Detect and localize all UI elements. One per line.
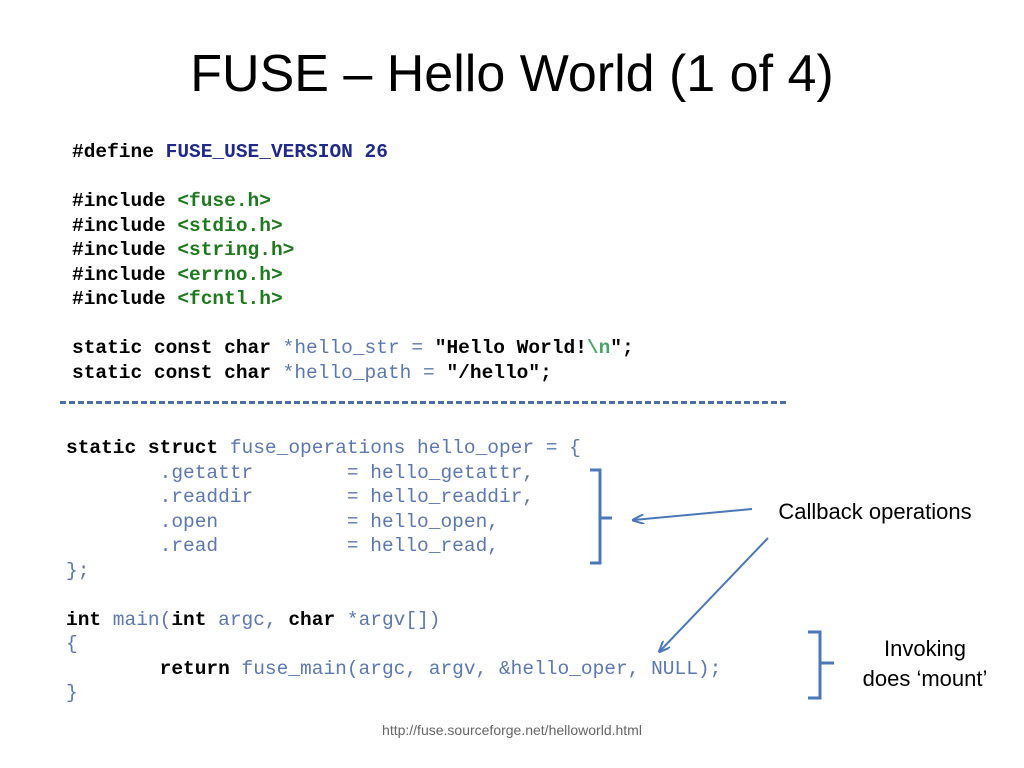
include-directive: #include: [72, 288, 166, 310]
include-header: <string.h>: [177, 239, 295, 261]
field-name: .read: [66, 535, 219, 557]
string-literal: "/hello";: [446, 361, 552, 384]
include-line: #include <errno.h>: [72, 263, 634, 288]
field-assign: =: [218, 535, 371, 557]
param-type-keyword: char: [288, 608, 336, 631]
struct-decl-line: static struct fuse_operations hello_oper…: [66, 436, 721, 461]
include-header: <fcntl.h>: [177, 288, 283, 310]
include-line: #include <stdio.h>: [72, 214, 634, 239]
main-signature-line: int main(int argc, char *argv[]): [66, 608, 721, 633]
define-directive: #define: [72, 141, 154, 163]
invoke-brace: [808, 630, 834, 700]
invoking-mount-label: Invoking does ‘mount’: [840, 634, 1010, 694]
field-name: .getattr: [66, 461, 254, 484]
invoking-label-line1: Invoking: [884, 636, 966, 661]
struct-field-line: .read = hello_read,: [66, 534, 721, 559]
include-directive: #include: [72, 263, 166, 286]
callback-arrow: [634, 508, 753, 520]
static-decl-line: static const char *hello_path = "/hello"…: [72, 361, 634, 386]
fuse-main-call: fuse_main(argc, argv, &hello_oper, NULL)…: [229, 657, 722, 680]
struct-field-line: .readdir = hello_readdir,: [66, 485, 721, 510]
code-block-main: static struct fuse_operations hello_oper…: [66, 436, 721, 706]
field-name: .open: [66, 510, 219, 533]
include-directive: #include: [72, 239, 166, 261]
string-literal-end: ";: [610, 337, 634, 359]
open-brace-line: {: [66, 633, 78, 655]
param-argc: argc,: [206, 608, 289, 631]
param-argv: *argv[]): [335, 608, 441, 631]
source-url: http://fuse.sourceforge.net/helloworld.h…: [382, 722, 642, 738]
return-keyword: return: [66, 657, 230, 680]
define-macro: FUSE_USE_VERSION 26: [165, 141, 388, 163]
main-name: main(: [101, 608, 172, 631]
return-line: return fuse_main(argc, argv, &hello_oper…: [66, 657, 722, 682]
struct-keyword: static struct: [66, 437, 219, 459]
include-header: <errno.h>: [177, 263, 283, 286]
include-line: #include <fuse.h>: [72, 189, 634, 214]
code-block-includes: #define FUSE_USE_VERSION 26 #include <fu…: [72, 140, 634, 385]
include-line: #include <string.h>: [72, 238, 634, 263]
static-decl-keyword: static const char: [72, 337, 271, 359]
include-header: <fuse.h>: [177, 190, 271, 212]
include-line: #include <fcntl.h>: [72, 287, 634, 312]
field-assign: =: [253, 461, 371, 484]
field-value: hello_open,: [370, 510, 499, 533]
field-value: hello_getattr,: [370, 461, 535, 484]
include-directive: #include: [72, 214, 166, 237]
static-decl-keyword: static const char: [72, 361, 271, 384]
invoking-label-line2: does ‘mount’: [862, 666, 988, 691]
escape-sequence: \n: [586, 337, 611, 359]
include-directive: #include: [72, 190, 166, 212]
field-value: hello_readdir,: [370, 486, 535, 508]
static-var-name: *hello_path =: [270, 361, 447, 384]
return-type-keyword: int: [66, 608, 102, 631]
section-divider: [60, 401, 786, 404]
close-brace-line: }: [66, 682, 78, 704]
callback-operations-label: Callback operations: [778, 499, 972, 524]
slide-title: FUSE – Hello World (1 of 4): [190, 45, 834, 103]
field-name: .readdir: [66, 486, 254, 508]
field-assign: =: [253, 486, 371, 508]
param-type-keyword: int: [171, 608, 207, 631]
invoke-arrow: [660, 537, 769, 651]
define-line: #define FUSE_USE_VERSION 26: [72, 140, 634, 165]
struct-field-line: .open = hello_open,: [66, 510, 721, 535]
struct-decl: fuse_operations hello_oper = {: [218, 437, 581, 459]
struct-close-line: };: [66, 559, 90, 582]
callback-brace: [590, 468, 612, 565]
static-var-name: *hello_str =: [270, 337, 435, 359]
include-header: <stdio.h>: [177, 214, 283, 237]
field-assign: =: [218, 510, 371, 533]
static-decl-line: static const char *hello_str = "Hello Wo…: [72, 336, 634, 361]
field-value: hello_read,: [370, 535, 499, 557]
struct-field-line: .getattr = hello_getattr,: [66, 461, 721, 486]
string-literal: "Hello World!: [434, 337, 587, 359]
